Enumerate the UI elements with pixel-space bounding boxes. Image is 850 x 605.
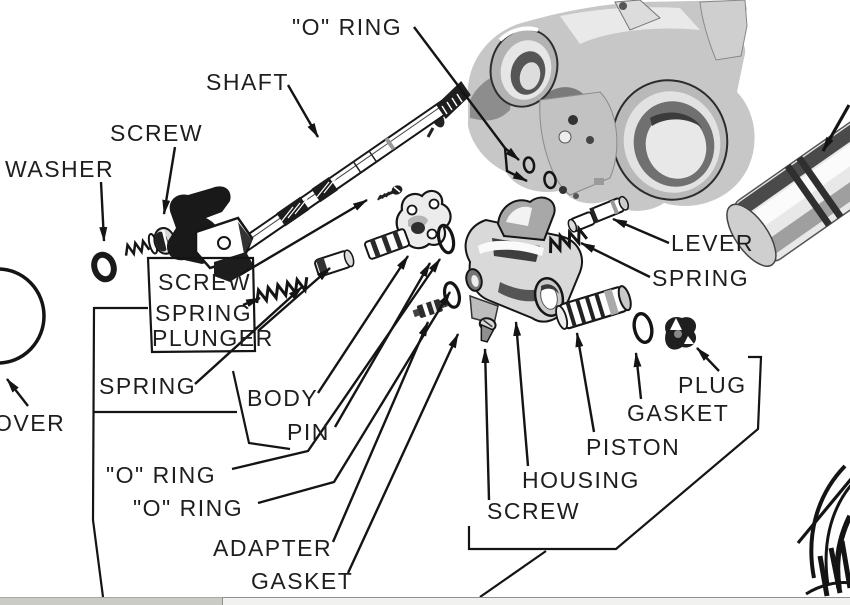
h-scrollbar-track[interactable] [222,597,850,605]
leader-lines [6,26,850,574]
label-screw-top: SCREW [110,120,203,146]
valve-housing-part [464,196,583,325]
leader-pin [333,262,432,428]
label-gasket-right: GASKET [627,400,729,426]
cover-seal-part [0,267,46,365]
leader-o-ring-top-b [503,147,528,183]
body-pin-bracket [231,370,291,451]
label-lever: LEVER [671,230,754,256]
label-o-ring-2: "O" RING [133,495,243,521]
label-cover-partial: OVER [0,410,65,436]
leader-o-ring-1 [231,258,441,471]
leader-shaft [286,84,320,138]
label-screw-bottom: SCREW [487,498,580,524]
plunger-part [314,249,355,277]
label-housing: HOUSING [522,467,640,493]
leader-o-ring-top [413,26,506,149]
label-shaft: SHAFT [206,69,289,95]
leader-screw-bottom [481,348,491,501]
right-label-bracket [467,355,763,551]
leader-washer [99,181,108,242]
leader-cover [6,378,29,407]
cylinder-part-photo [726,117,850,267]
leader-o-ring-top-a [504,147,520,161]
washer-part [91,251,117,283]
leader-spring-box [242,296,261,308]
label-spring-box: SPRING [155,300,252,326]
leader-screw-box [239,198,368,277]
leader-adapter [331,321,430,543]
screw-bottom-part [478,317,497,343]
leader-body [316,255,410,394]
label-brackets [91,256,850,597]
leader-spring-right [580,241,651,279]
leader-gasket-bottom [346,333,460,574]
corner-leader-line [796,477,850,545]
left-bracket-line [91,306,148,597]
leader-plunger [257,267,331,332]
leader-spring-left [194,286,303,385]
label-o-ring-top: "O" RING [292,14,402,40]
leader-lever [612,217,670,245]
label-plunger: PLUNGER [152,325,274,351]
leader-o-ring-2 [257,291,452,505]
corner-seal-part [805,464,850,597]
lever-spring-part [549,224,589,254]
leader-screw-top [162,146,177,215]
label-washer: WASHER [5,156,114,182]
label-spring-right: SPRING [652,265,749,291]
horizontal-scrollbar[interactable] [0,597,850,605]
label-plug: PLUG [678,372,747,398]
h-scrollbar-thumb[interactable] [0,597,222,605]
steering-gear-housing-photo [467,0,755,211]
label-spring-left: SPRING [99,373,196,399]
label-body: BODY [247,385,318,411]
screw-spring-plunger-box [146,256,257,354]
label-o-ring-1: "O" RING [106,462,216,488]
coil-spring-part [255,276,309,305]
leader-gasket-right [633,352,643,400]
leader-plug [696,347,720,372]
valve-spool-part [364,228,410,260]
label-piston: PISTON [586,434,680,460]
plug-part [665,316,697,350]
label-adapter: ADAPTER [213,535,332,561]
lever-part [567,195,630,233]
labels: "O" RING SHAFT SCREW WASHER SCREW SPRING… [0,14,754,594]
bottom-bracket-line [479,550,547,597]
piston-part [555,285,632,330]
label-gasket-bottom: GASKET [251,568,353,594]
screw-small-part [377,185,403,201]
label-pin: PIN [287,419,330,445]
o-ring-pair-part [522,156,557,190]
leader-housing [513,321,530,467]
leader-piston [575,332,596,433]
shaft-assembly-part [166,81,471,282]
label-screw-box: SCREW [158,269,251,295]
adapter-part [412,298,449,318]
leader-cylinder [821,104,850,152]
gasket-ring-part [632,312,654,344]
o-ring-1-part [436,223,456,255]
